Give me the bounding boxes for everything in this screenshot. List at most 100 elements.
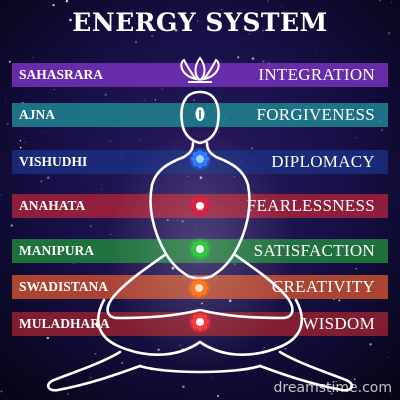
star (379, 0, 381, 2)
chakra-quality: FORGIVENESS (256, 105, 375, 124)
chakra-row-swadistana: SWADISTANA CREATIVITY (12, 275, 388, 299)
sacral-chakra-icon (188, 277, 210, 299)
star (94, 352, 97, 355)
star (284, 348, 286, 350)
star (251, 147, 253, 149)
star (19, 140, 22, 142)
star (52, 3, 55, 7)
chakra-quality: DIPLOMACY (271, 152, 375, 171)
star (19, 146, 22, 149)
star (46, 336, 49, 340)
watermark: dreamstime.com (273, 380, 392, 396)
chakra-name: ANAHATA (19, 198, 86, 213)
star (381, 129, 383, 131)
star (391, 1, 393, 3)
chakra-row-anahata: ANAHATA FEARLESSNESS (12, 194, 388, 218)
star (262, 60, 265, 63)
chakra-quality: INTEGRATION (258, 65, 375, 84)
star (101, 189, 102, 191)
star (8, 60, 11, 63)
star (30, 352, 32, 353)
star (262, 349, 264, 351)
star (251, 57, 255, 60)
star (65, 0, 69, 3)
star (387, 31, 391, 35)
chakra-name: SWADISTANA (19, 279, 109, 294)
star (330, 392, 333, 395)
chakra-points (180, 56, 220, 333)
star (4, 97, 6, 99)
star (390, 392, 392, 395)
star (338, 299, 341, 302)
eye-icon (195, 107, 205, 121)
chakra-row-ajna: AJNA FORGIVENESS (12, 103, 388, 127)
star (369, 343, 372, 346)
heart-chakra-icon (189, 195, 211, 217)
star (248, 33, 251, 36)
chakra-row-manipura: MANIPURA SATISFACTION (12, 239, 388, 263)
star (221, 8, 223, 11)
star (355, 268, 357, 270)
star (193, 99, 195, 102)
lotus-icon (180, 56, 220, 83)
star (140, 139, 142, 141)
star (116, 49, 118, 50)
chakra-quality: CREATIVITY (271, 277, 375, 296)
star (281, 5, 283, 7)
chakra-name: MANIPURA (19, 243, 94, 258)
star (25, 141, 27, 143)
chakra-quality: FEARLESSNESS (246, 196, 375, 215)
chakra-row-muladhara: MULADHARA WISDOM (12, 312, 388, 336)
star (98, 192, 100, 194)
star (151, 35, 153, 38)
root-chakra-icon (189, 311, 211, 333)
star (357, 227, 359, 228)
star (106, 382, 108, 383)
star (104, 93, 107, 96)
star (46, 176, 50, 180)
star (174, 28, 178, 32)
star (261, 2, 263, 4)
chakra-quality: SATISFACTION (253, 241, 375, 260)
star (6, 122, 9, 125)
chakra-name: VISHUDHI (19, 154, 88, 169)
star (182, 385, 185, 389)
star (247, 39, 249, 41)
throat-chakra-icon (189, 148, 211, 170)
solar-plexus-chakra-icon (189, 238, 211, 260)
page-title: ENERGY SYSTEM (72, 8, 328, 37)
star (386, 356, 388, 358)
star (196, 20, 199, 22)
star (154, 99, 156, 101)
star (289, 127, 291, 129)
star (90, 377, 92, 379)
star (10, 224, 13, 227)
chakra-quality: WISDOM (302, 314, 375, 333)
star (315, 54, 317, 56)
star (143, 99, 145, 101)
star (354, 137, 356, 139)
star (210, 376, 212, 378)
star (109, 140, 112, 142)
star (44, 130, 46, 132)
star (67, 14, 68, 16)
star (0, 194, 1, 196)
star (121, 362, 124, 365)
star (267, 0, 269, 2)
star (32, 57, 34, 58)
chakra-row-sahasrara: SAHASRARA INTEGRATION (12, 63, 388, 87)
star (161, 88, 163, 91)
star (262, 29, 264, 32)
chakra-name: MULADHARA (19, 316, 110, 331)
chakra-name: AJNA (19, 107, 55, 122)
star (335, 380, 337, 383)
star (53, 88, 56, 91)
meditating-figure (46, 90, 354, 392)
star (353, 378, 356, 380)
chakra-name: SAHASRARA (19, 67, 104, 82)
star (217, 395, 219, 397)
star (0, 390, 3, 393)
star (89, 225, 92, 228)
star (237, 56, 240, 59)
